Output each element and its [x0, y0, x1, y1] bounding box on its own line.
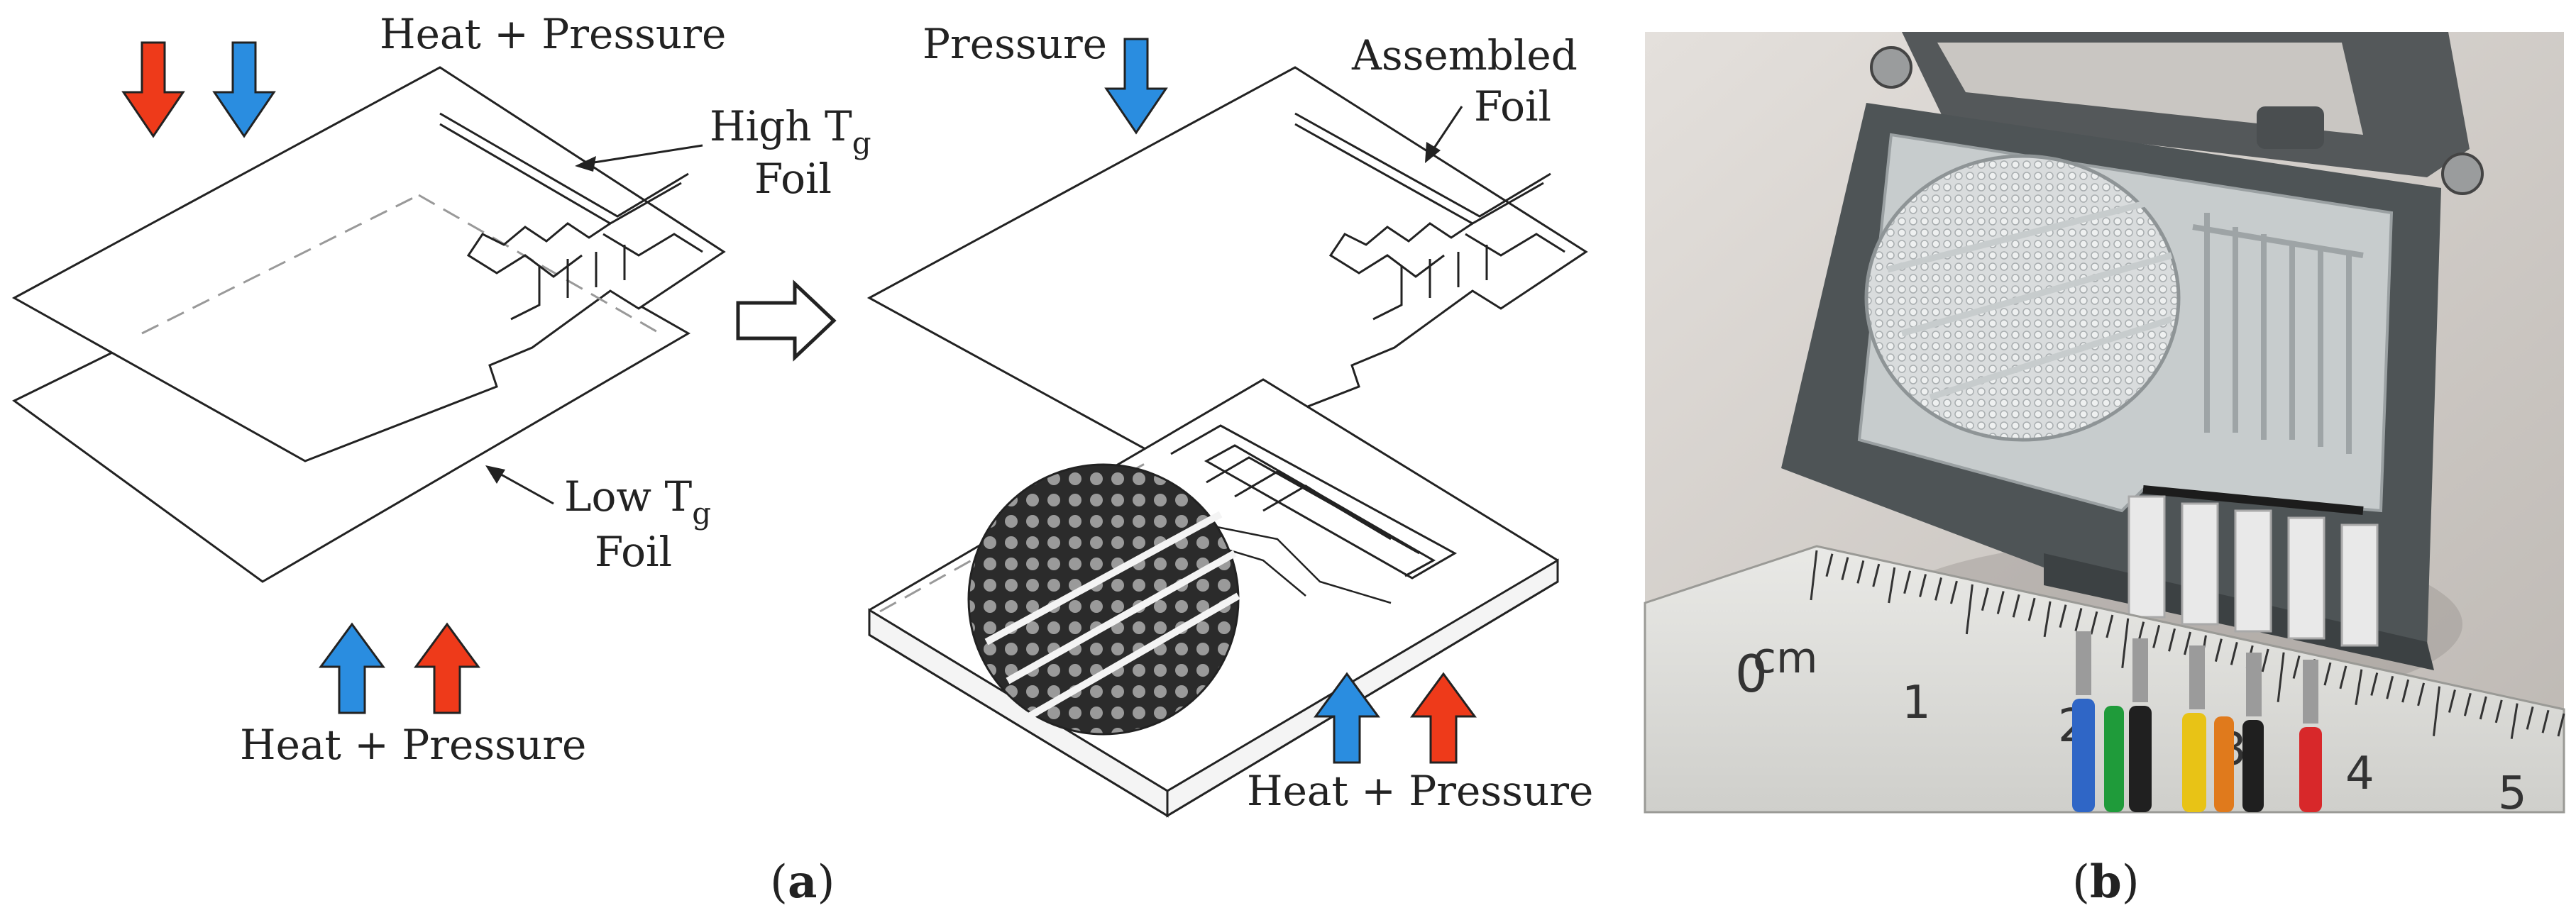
ruler-tick [2027, 597, 2036, 621]
ruler-tick [2479, 696, 2487, 720]
assembled-foil-sheet [866, 66, 1588, 462]
ruler-tick [2168, 628, 2176, 652]
ruler-unit-label: cm [1753, 633, 1817, 683]
low-tg-label-foil: Foil [595, 528, 672, 576]
ruler-tick [2463, 692, 2472, 716]
ruler-ticks [1810, 550, 2565, 739]
ruler-tick [2323, 662, 2332, 686]
ruler-tick [1919, 574, 1927, 597]
low-tg-leader [485, 465, 554, 505]
ruler-tick [2214, 638, 2223, 662]
connector-wires [2072, 631, 2322, 812]
ruler-tick [2261, 648, 2269, 672]
pressure-arrow-top-right [1104, 38, 1168, 135]
ruler-tick [1996, 591, 2005, 614]
ruler-tick [2277, 652, 2285, 702]
assembled-label: Assembled [1351, 31, 1578, 79]
high-tg-label: High Tg [710, 102, 871, 160]
ruler-tick [1856, 560, 1865, 584]
ruler-tick [2494, 699, 2503, 724]
screw-left [1870, 46, 1912, 89]
heat-arrow-bottom-right [1410, 672, 1477, 764]
high-tg-leader [575, 144, 703, 172]
process-arrow-icon [736, 279, 837, 362]
low-tg-label: Low Tg [564, 472, 711, 531]
ruler-tick [1810, 550, 1818, 601]
assembled-label-foil: Foil [1474, 82, 1551, 131]
pressure-arrow-top-left [212, 41, 276, 138]
ruler-number-4: 4 [2345, 748, 2374, 800]
caption-a: (a) [770, 855, 835, 909]
assembled-device [868, 378, 1559, 818]
ruler-tick [2043, 601, 2052, 638]
ruler-tick [2292, 655, 2301, 679]
high-tg-label-foil: Foil [754, 155, 832, 203]
caption-b: (b) [2072, 855, 2140, 909]
panel-b-photo: cm 0 1 2 3 4 5 [1644, 32, 2565, 820]
ruler-tick [2526, 706, 2534, 730]
ruler-tick [2355, 669, 2363, 705]
ruler-tick [1965, 584, 1974, 635]
ruler-tick [2012, 594, 2020, 618]
ruler-tick [2448, 689, 2456, 713]
ruler-tick [2370, 672, 2379, 696]
pressure-arrow-bottom-left [319, 622, 385, 714]
high-tg-foil-sheet [11, 66, 726, 462]
assembled-leader [1425, 106, 1463, 163]
ruler-tick [2121, 618, 2130, 669]
ruler-tick [1934, 577, 1942, 601]
right-heat-pressure-label: Heat + Pressure [1247, 767, 1593, 815]
ruler-tick [2184, 631, 2191, 655]
top-heat-pressure-label: Heat + Pressure [380, 10, 726, 58]
heat-arrow-top-left [121, 41, 185, 138]
ruler-number-0: 0 [1735, 644, 1768, 704]
ruler-tick [1825, 553, 1834, 577]
ruler-tick [2339, 665, 2347, 689]
ruler-tick [1903, 570, 1912, 594]
ruler-tick [2541, 709, 2550, 733]
pressure-arrow-bottom-right [1314, 672, 1380, 764]
ruler-tick [2059, 604, 2067, 628]
panel-a: Heat + Pressure High Tg Foil Low Tg Foil… [11, 10, 1593, 818]
ruler-tick [2230, 642, 2238, 665]
ruler-tick [2557, 713, 2565, 737]
screw-right [2441, 153, 2484, 195]
ruler-tick [2152, 625, 2161, 648]
ruler-tick [1841, 557, 1849, 580]
ruler-tick [2106, 614, 2114, 638]
ruler-tick [1872, 563, 1881, 587]
ruler-tick [2074, 608, 2083, 631]
heat-arrow-bottom-left [414, 622, 480, 714]
ruler-tick [2433, 686, 2440, 736]
ruler-tick [1888, 567, 1896, 604]
ruler-tick [2401, 679, 2410, 703]
bottom-heat-pressure-label: Heat + Pressure [240, 721, 586, 769]
ruler-number-5: 5 [2498, 767, 2527, 820]
ruler [1644, 545, 2565, 814]
ruler-tick [1981, 587, 1989, 611]
ruler-tick [2386, 675, 2394, 699]
ruler-tick [2510, 703, 2519, 739]
ruler-tick [1949, 580, 1958, 604]
right-pressure-label: Pressure [923, 20, 1107, 68]
ruler-tick [2417, 682, 2426, 706]
ruler-number-1: 1 [1902, 677, 1931, 729]
ruler-tick [2090, 611, 2098, 635]
